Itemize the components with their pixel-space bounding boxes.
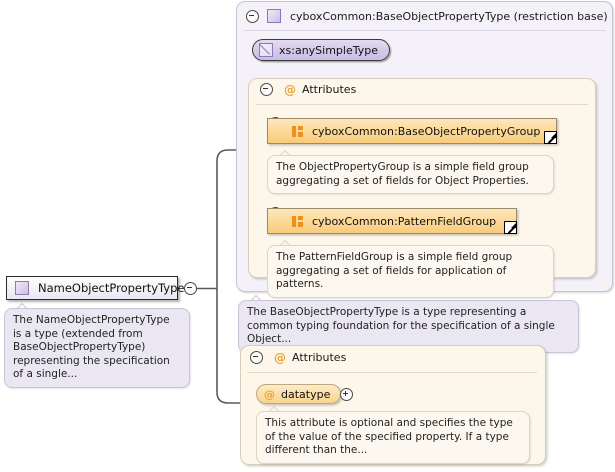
attribute-node-datatype-annotation: This attribute is optional and specifies… (256, 411, 530, 464)
base-type-annotation: The BaseObjectPropertyType is a type rep… (238, 300, 579, 353)
simple-type-icon (259, 43, 273, 57)
root-annotation-note: The NameObjectPropertyType is a type (ex… (4, 308, 190, 388)
base-type-annotation-text: The BaseObjectPropertyType is a type rep… (247, 306, 555, 345)
root-annotation-text: The NameObjectPropertyType is a type (ex… (13, 314, 170, 380)
external-link-icon[interactable] (544, 131, 557, 144)
simple-type-label: xs:anySimpleType (279, 43, 378, 57)
at-symbol-icon: @ (264, 387, 275, 401)
base-attributes-header: @ Attributes (260, 83, 356, 96)
callout-tail (269, 406, 280, 412)
callout-tail (17, 303, 28, 309)
attribute-node-datatype-label: datatype (281, 387, 331, 401)
attribute-group-icon (292, 215, 305, 227)
group-ref-0-annotation-text: The ObjectPropertyGroup is a simple fiel… (276, 161, 529, 187)
local-attributes-label: Attributes (292, 351, 347, 364)
attribute-group-icon (292, 125, 305, 137)
group-ref-0-label: cyboxCommon:BaseObjectPropertyGroup (312, 124, 541, 138)
local-attributes-toggle-minus[interactable] (250, 351, 263, 364)
group-ref-1-annotation: The PatternFieldGroup is a simple field … (267, 245, 554, 298)
root-type-node[interactable]: NameObjectPropertyType (6, 276, 184, 300)
local-attributes-header: @ Attributes (250, 351, 346, 364)
group-ref-1-label: cyboxCommon:PatternFieldGroup (312, 214, 497, 228)
complex-type-icon (15, 281, 29, 295)
group-ref-0[interactable]: cyboxCommon:BaseObjectPropertyGroup (267, 118, 557, 144)
simple-type-node[interactable]: xs:anySimpleType (252, 39, 390, 61)
root-type-label: NameObjectPropertyType (38, 281, 185, 295)
external-link-icon[interactable] (504, 221, 517, 234)
attributes-divider (247, 372, 537, 373)
attribute-node-datatype-toggle-plus[interactable] (340, 388, 353, 404)
base-type-header: cyboxCommon:BaseObjectPropertyType (rest… (246, 6, 608, 26)
attribute-node-datatype[interactable]: @ datatype (256, 384, 342, 404)
callout-tail (280, 240, 291, 246)
attribute-node-datatype-annotation-text: This attribute is optional and specifies… (265, 417, 513, 456)
root-toggle-minus[interactable] (184, 282, 197, 298)
callout-tail (251, 295, 262, 301)
base-attributes-toggle-minus[interactable] (260, 83, 273, 96)
base-type-title: cyboxCommon:BaseObjectPropertyType (rest… (290, 9, 608, 23)
group-ref-1[interactable]: cyboxCommon:PatternFieldGroup (267, 208, 517, 234)
attributes-divider (256, 104, 588, 105)
base-type-toggle-minus[interactable] (246, 9, 259, 23)
panel-divider (244, 30, 606, 31)
callout-tail (280, 150, 291, 156)
group-ref-0-annotation: The ObjectPropertyGroup is a simple fiel… (267, 155, 554, 194)
at-symbol-icon: @ (274, 350, 286, 365)
base-attributes-label: Attributes (302, 83, 357, 96)
group-ref-1-annotation-text: The PatternFieldGroup is a simple field … (276, 251, 513, 290)
complex-type-icon (267, 9, 281, 23)
at-symbol-icon: @ (284, 82, 296, 97)
